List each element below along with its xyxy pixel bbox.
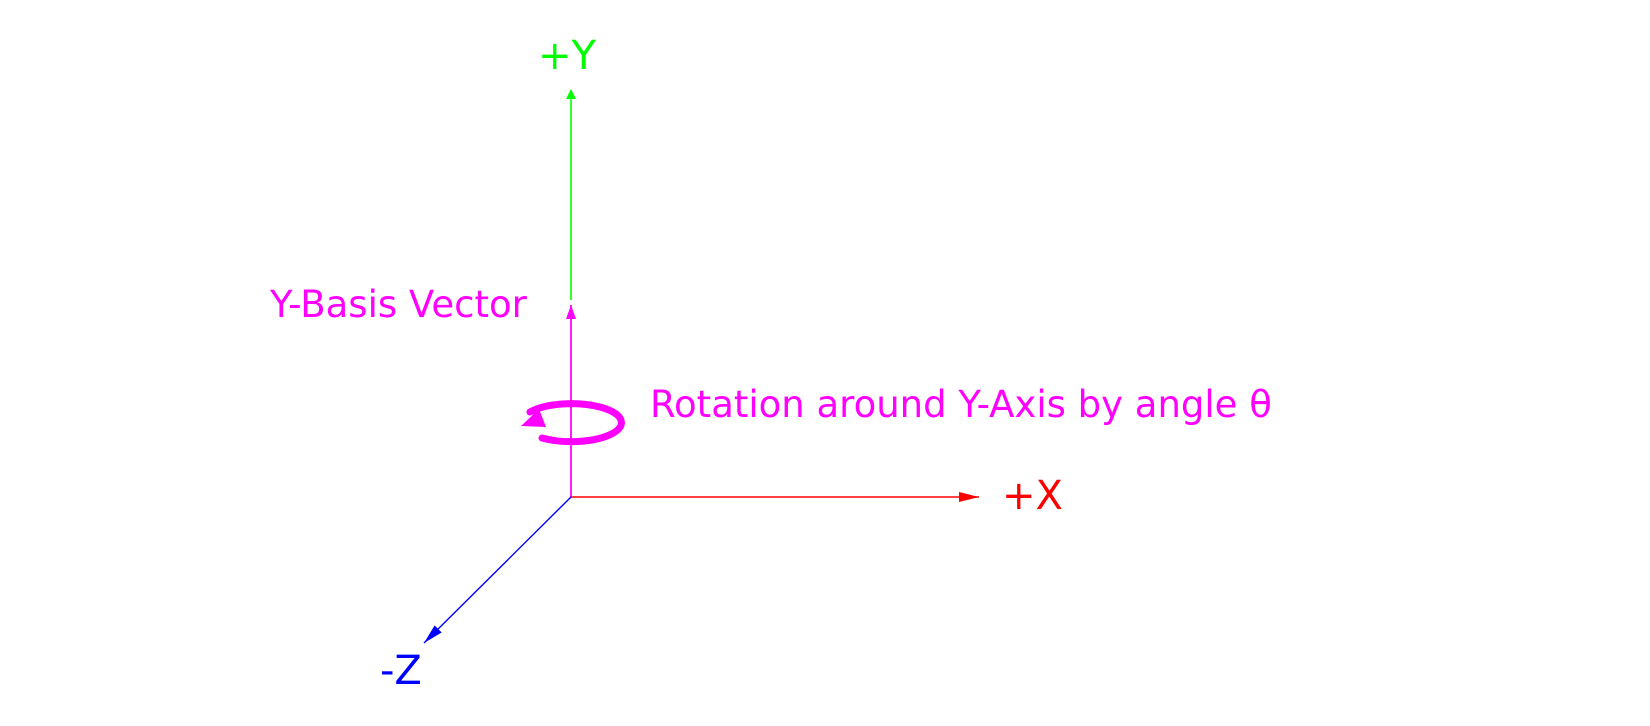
z-axis-label: -Z xyxy=(380,648,422,694)
x-axis-label: +X xyxy=(1002,473,1063,519)
rotation-label: Rotation around Y-Axis by angle θ xyxy=(650,383,1272,426)
z-axis-line xyxy=(423,496,572,644)
basis-vector-label: Y-Basis Vector xyxy=(270,283,527,326)
circular-arrow-icon xyxy=(521,400,625,446)
y-axis-label: +Y xyxy=(538,33,596,79)
